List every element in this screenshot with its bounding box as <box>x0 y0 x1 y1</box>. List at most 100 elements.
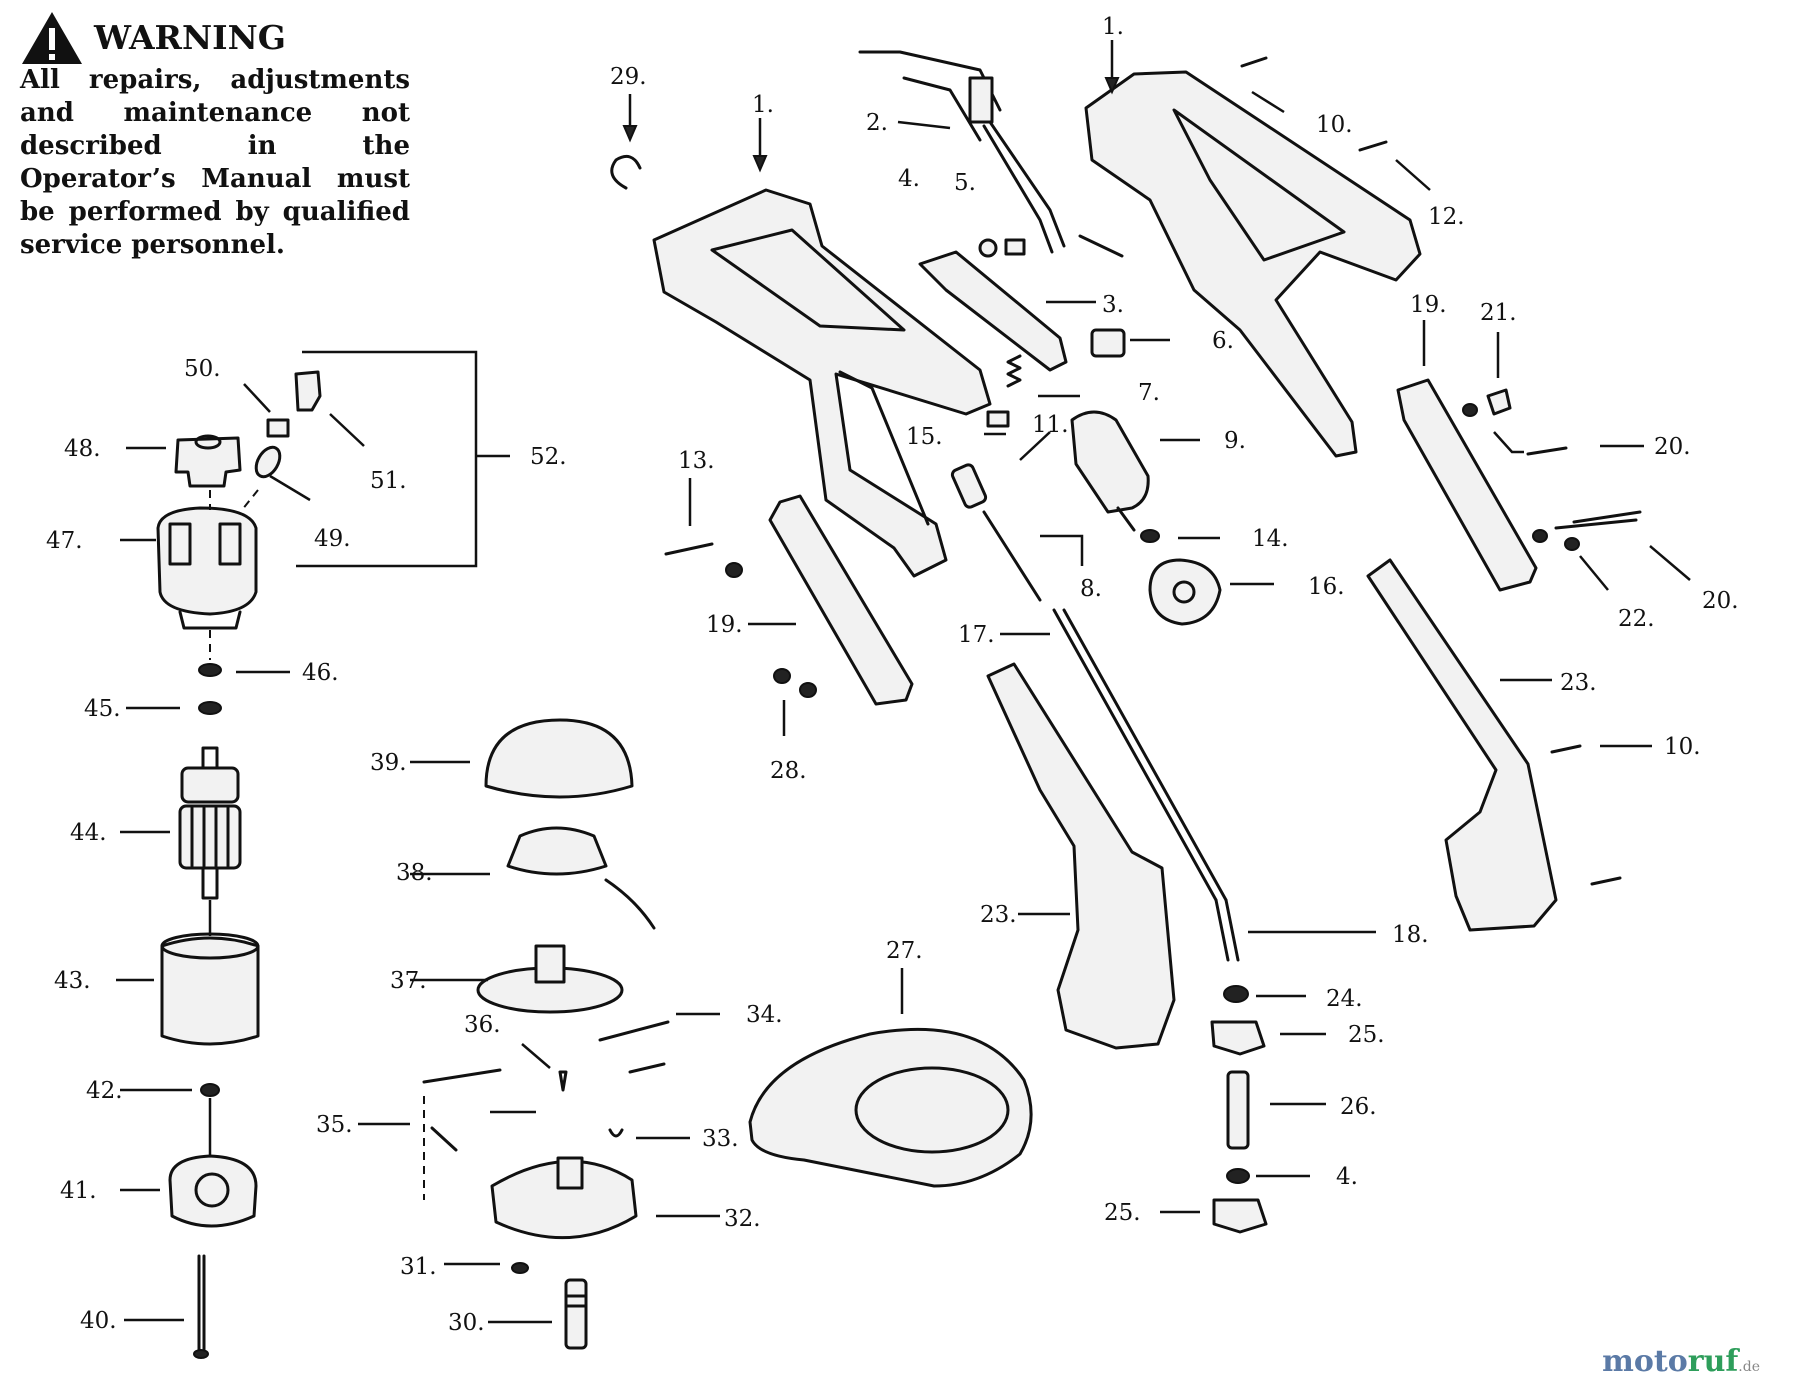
callout-43: 43. <box>54 968 91 994</box>
callout-14: 14. <box>1252 526 1289 552</box>
callout-35: 35. <box>316 1112 353 1138</box>
callout-22: 22. <box>1618 606 1655 632</box>
part-12-screw <box>1358 140 1388 152</box>
watermark-brand-b: ruf <box>1687 1344 1739 1379</box>
part-19-clamp-left <box>768 494 914 706</box>
callout-24: 24. <box>1326 986 1363 1012</box>
part-13-bolt <box>664 542 714 556</box>
part-11-coupling <box>950 463 988 509</box>
group-52-bracket <box>296 350 478 568</box>
callout-34: 34. <box>746 1002 783 1028</box>
part-24-washer <box>1223 985 1249 1003</box>
part-43-motor-housing <box>160 936 260 1046</box>
callout-4-upper: 4. <box>898 166 920 192</box>
part-36-screw <box>558 1070 568 1092</box>
part-42-washer <box>200 1083 220 1097</box>
callout-1-center: 1. <box>752 92 774 118</box>
callout-23-left: 23. <box>980 902 1017 928</box>
callout-5: 5. <box>954 170 976 196</box>
callout-17: 17. <box>958 622 995 648</box>
part-14-washer <box>1140 529 1160 543</box>
part-15-clip <box>986 410 1010 428</box>
callout-19-right: 19. <box>1410 292 1447 318</box>
part-47-brush-holder <box>156 506 258 616</box>
part-4-washer-lower <box>1226 1168 1250 1184</box>
callout-3: 3. <box>1102 292 1124 318</box>
callout-7: 7. <box>1138 380 1160 406</box>
callout-37: 37. <box>390 968 427 994</box>
callout-4-lower: 4. <box>1336 1164 1358 1190</box>
part-25-flange-lower <box>1212 1198 1268 1234</box>
callout-10-upper: 10. <box>1316 112 1353 138</box>
callout-25-lower: 25. <box>1104 1200 1141 1226</box>
warning-text: All repairs, adjustments and maintenance… <box>20 65 410 260</box>
part-9-motor <box>1070 410 1150 514</box>
callout-42: 42. <box>86 1078 123 1104</box>
callout-2: 2. <box>866 110 888 136</box>
callout-27: 27. <box>886 938 923 964</box>
part-10-screw <box>1240 56 1268 68</box>
part-23-shaft-housing-left <box>986 662 1176 1050</box>
part-26-adapter <box>1226 1070 1250 1150</box>
callout-49: 49. <box>314 526 351 552</box>
part-51-terminal <box>294 370 322 412</box>
callout-28: 28. <box>770 758 807 784</box>
part-4-washer <box>978 238 998 258</box>
callout-13: 13. <box>678 448 715 474</box>
part-7-spring <box>1006 354 1022 388</box>
callout-39: 39. <box>370 750 407 776</box>
part-32-head-housing <box>490 1159 638 1240</box>
part-39-spool-cap <box>484 718 634 799</box>
callout-32: 32. <box>724 1206 761 1232</box>
part-23-shaft-housing-right <box>1366 558 1558 932</box>
callout-labels: 1. 1. 2. 3. 4. 4. 5. 6. 7. 8. 9. 10. 10.… <box>46 14 1739 1336</box>
callout-46: 46. <box>302 660 339 686</box>
part-27-guard <box>748 1027 1033 1188</box>
callout-52: 52. <box>530 444 567 470</box>
part-41-end-bell <box>168 1154 258 1228</box>
part-28-nut <box>773 668 791 684</box>
callout-50: 50. <box>184 356 221 382</box>
callout-36: 36. <box>464 1012 501 1038</box>
callout-15: 15. <box>906 424 943 450</box>
part-10-screw-lower <box>1550 744 1582 754</box>
callout-18: 18. <box>1392 922 1429 948</box>
part-17-shaft <box>1052 608 1218 902</box>
callout-10-lower: 10. <box>1664 734 1701 760</box>
callout-31: 31. <box>400 1254 437 1280</box>
part-1-handle-half-left <box>652 188 992 578</box>
part-16-gear <box>1148 558 1222 626</box>
part-35-link <box>422 1068 502 1084</box>
part-3-switch-trigger <box>918 250 1068 372</box>
part-48-cap <box>174 436 242 488</box>
part-21-nut <box>1486 388 1512 416</box>
leader-arrows <box>116 40 1691 1324</box>
callout-11: 11. <box>1032 412 1069 438</box>
part-25-flange <box>1210 1020 1266 1056</box>
callout-33: 33. <box>702 1126 739 1152</box>
callout-21: 21. <box>1480 300 1517 326</box>
part-2-cord <box>858 50 1124 258</box>
watermark-logo: motoruf.de <box>1602 1344 1760 1379</box>
callout-26: 26. <box>1340 1094 1377 1120</box>
part-49-brush <box>254 445 282 479</box>
part-8-drive-shaft <box>982 510 1042 602</box>
part-31-washer <box>511 1262 529 1274</box>
part-30-bolt <box>564 1278 588 1350</box>
callout-8: 8. <box>1080 576 1102 602</box>
part-50-brush-spring <box>266 418 290 438</box>
callout-40: 40. <box>80 1308 117 1334</box>
part-33-clip <box>608 1128 624 1138</box>
part-5-nut <box>1004 238 1026 256</box>
part-46-washer <box>198 663 222 677</box>
part-19-clamp-right <box>1396 378 1538 592</box>
part-29-clip <box>610 154 642 190</box>
part-22-washer <box>1564 537 1580 551</box>
part-44-armature <box>180 766 240 804</box>
callout-51: 51. <box>370 468 407 494</box>
callout-23-right: 23. <box>1560 670 1597 696</box>
callout-38: 38. <box>396 860 433 886</box>
callout-12: 12. <box>1428 204 1465 230</box>
callout-29: 29. <box>610 64 647 90</box>
